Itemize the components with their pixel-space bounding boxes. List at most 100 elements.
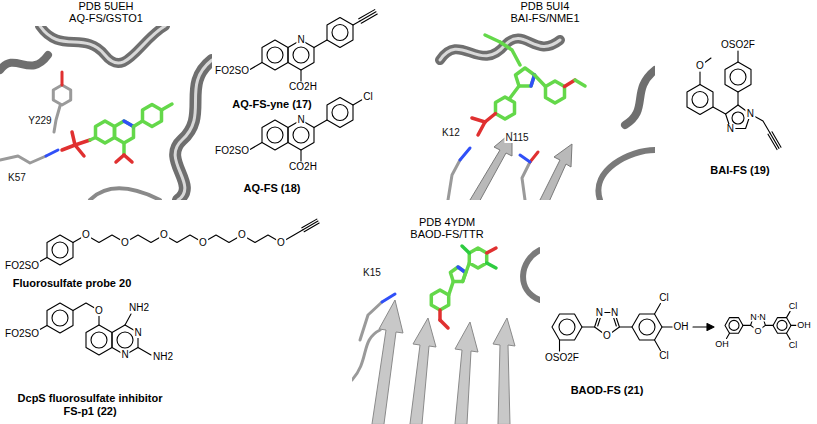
atom-label: O <box>120 238 130 248</box>
chemical-structure <box>353 21 360 25</box>
atom-label: CO2H <box>288 162 318 172</box>
chemical-structure <box>39 326 47 331</box>
compound-name: Fluorosulfate probe 20 <box>13 278 132 289</box>
protein-cartoon <box>535 75 546 87</box>
protein-cartoon <box>122 143 126 155</box>
chemical-structure <box>314 40 327 48</box>
atom-label: O <box>237 230 247 240</box>
protein-cartoon <box>440 320 448 328</box>
chemical-structure <box>787 311 791 317</box>
atom-label: NH2 <box>152 352 174 362</box>
panel-heading: BAI-FS/NME1 <box>435 12 655 24</box>
structure-panel: PDB 4YDMBAOD-FS/TTR <box>352 216 542 424</box>
chemical-structure <box>729 320 739 330</box>
chemical-structure <box>582 326 595 327</box>
protein-cartoon <box>493 318 515 424</box>
protein-cartoon <box>520 155 530 162</box>
protein-cartoon <box>598 150 655 200</box>
atom-label: FO2SO <box>214 66 250 76</box>
chemical-structure <box>52 310 68 326</box>
chemical-structure <box>327 98 353 128</box>
chemical-structure <box>765 325 773 326</box>
atom-label: O <box>753 326 762 335</box>
chemical-structure <box>52 242 68 258</box>
atom-label: OSO2F <box>720 40 756 50</box>
panel-heading: PDB 5UI4 <box>435 0 655 12</box>
atom-label: CO2H <box>288 82 318 92</box>
chemical-structure <box>655 340 661 350</box>
atom-label: FO2SO <box>4 261 40 271</box>
chemical-structure <box>262 40 288 70</box>
chemical-structure <box>300 150 301 161</box>
chemical-structure <box>768 134 777 149</box>
structure-panel: PDB 5UI4BAI-FS/NME1 <box>435 0 655 200</box>
protein-cartoon <box>448 160 460 200</box>
protein-cartoon <box>455 322 478 424</box>
chemical-structure <box>267 47 283 63</box>
protein-cartoon <box>522 162 530 200</box>
protein-cartoon <box>540 144 572 200</box>
atom-label: O <box>198 238 208 248</box>
atom-label: OH <box>796 321 812 330</box>
protein-cartoon <box>115 121 134 143</box>
protein-cartoon <box>352 330 380 380</box>
protein-cartoon <box>352 246 540 424</box>
protein-cartoon <box>61 72 64 85</box>
protein-cartoon <box>75 140 90 145</box>
protein-cartoon <box>487 263 496 268</box>
chemical-structure <box>619 326 632 327</box>
chemical-structure <box>732 112 744 124</box>
panel-heading: AQ-FS/GSTO1 <box>0 12 212 24</box>
chemical-structure <box>86 325 112 355</box>
protein-cartoon <box>372 300 403 424</box>
atom-label: N <box>749 312 758 321</box>
chemical-structure <box>359 10 375 19</box>
chemical-structure <box>39 10 797 355</box>
atom-label: Cl <box>788 302 799 311</box>
atom-label: O <box>81 230 91 240</box>
protein-cartoon <box>485 35 500 42</box>
atom-label: OH <box>714 340 730 349</box>
atom-label: OH <box>673 322 690 332</box>
atom-label: Cl <box>788 341 799 350</box>
chemical-structure <box>138 348 151 356</box>
chemical-structure <box>300 70 301 81</box>
compound-name: BAI-FS (19) <box>710 165 769 176</box>
chemical-structure <box>787 333 791 339</box>
compound-name: BAOD-FS (21) <box>571 385 644 396</box>
chemical-structure <box>327 18 353 48</box>
chemical-structure <box>293 127 309 143</box>
chemical-structure <box>314 120 327 128</box>
protein-cartoon <box>360 302 382 340</box>
chemical-structure <box>743 325 751 326</box>
protein-cartoon <box>124 155 132 162</box>
protein-cartoon <box>500 42 520 65</box>
atom-label: N <box>120 350 129 360</box>
protein-cartoon <box>469 248 486 268</box>
protein-cartoon <box>72 132 75 145</box>
chemical-structure <box>725 318 743 334</box>
residue-label: N115 <box>504 133 529 143</box>
chemical-structure <box>692 92 708 108</box>
atom-label: FO2SO <box>214 146 250 156</box>
protein-cartoon <box>162 104 173 110</box>
panel-heading: PDB 4YDM <box>352 216 542 228</box>
protein-cartoon <box>472 118 485 122</box>
chemical-structure <box>293 47 309 63</box>
chemical-structure <box>737 92 738 105</box>
chemical-structure <box>713 107 726 114</box>
chemical-structure <box>302 219 317 228</box>
atom-label: Cl <box>362 92 373 102</box>
compound-name: AQ-FS (18) <box>244 183 301 194</box>
chemical-structure <box>47 235 73 265</box>
chemical-structure <box>267 127 283 143</box>
protein-cartoon <box>530 152 538 162</box>
protein-cartoon <box>0 26 212 200</box>
chemical-structure <box>727 333 730 338</box>
chemical-structure <box>250 143 262 150</box>
residue-label: K12 <box>441 128 461 138</box>
protein-cartoon <box>0 156 46 163</box>
chemical-structure <box>687 85 713 115</box>
chemical-structure <box>117 332 133 348</box>
chemical-structure <box>662 326 673 327</box>
